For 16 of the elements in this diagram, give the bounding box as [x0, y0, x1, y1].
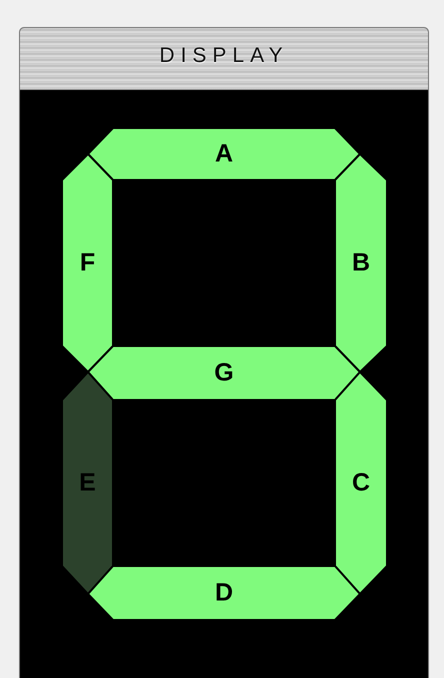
- segment-letter: E: [79, 470, 96, 496]
- segment-letter: G: [214, 360, 234, 386]
- panel-title: DISPLAY: [158, 44, 290, 68]
- segment-letter: B: [352, 250, 370, 276]
- segment-letter: F: [80, 250, 96, 276]
- display-segment: [62, 372, 113, 594]
- display-segment: [62, 154, 113, 372]
- display-segment: [88, 346, 360, 400]
- segment-letter: A: [214, 142, 234, 166]
- segment-letter: D: [214, 580, 234, 606]
- display-segment: [88, 566, 360, 620]
- segment-letter: C: [352, 470, 370, 496]
- display-panel: [19, 27, 429, 678]
- display-segment: [335, 154, 387, 372]
- display-segment: [335, 372, 387, 594]
- display-segment: [88, 128, 360, 180]
